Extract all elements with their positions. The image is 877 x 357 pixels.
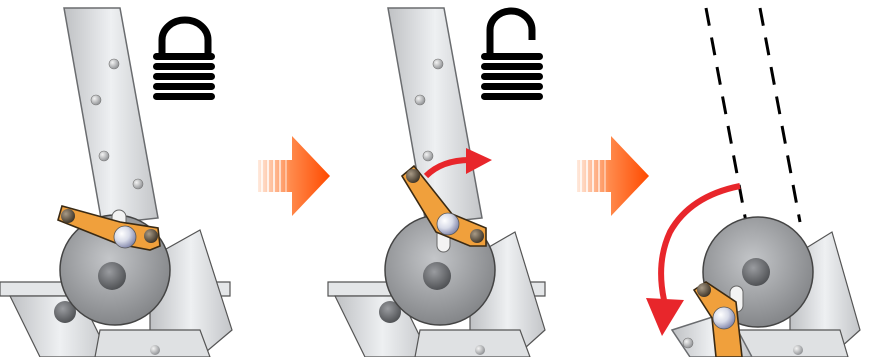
step-2-unlocked-panel [328, 8, 545, 357]
step-3-folded-panel [646, 8, 860, 357]
padlock-closed-icon [153, 20, 215, 100]
arm-tube [64, 8, 158, 224]
step-arrow-icon [258, 136, 330, 216]
step-arrow-icon [577, 136, 649, 216]
step-1-locked-panel [0, 8, 232, 357]
padlock-open-icon [481, 11, 543, 100]
